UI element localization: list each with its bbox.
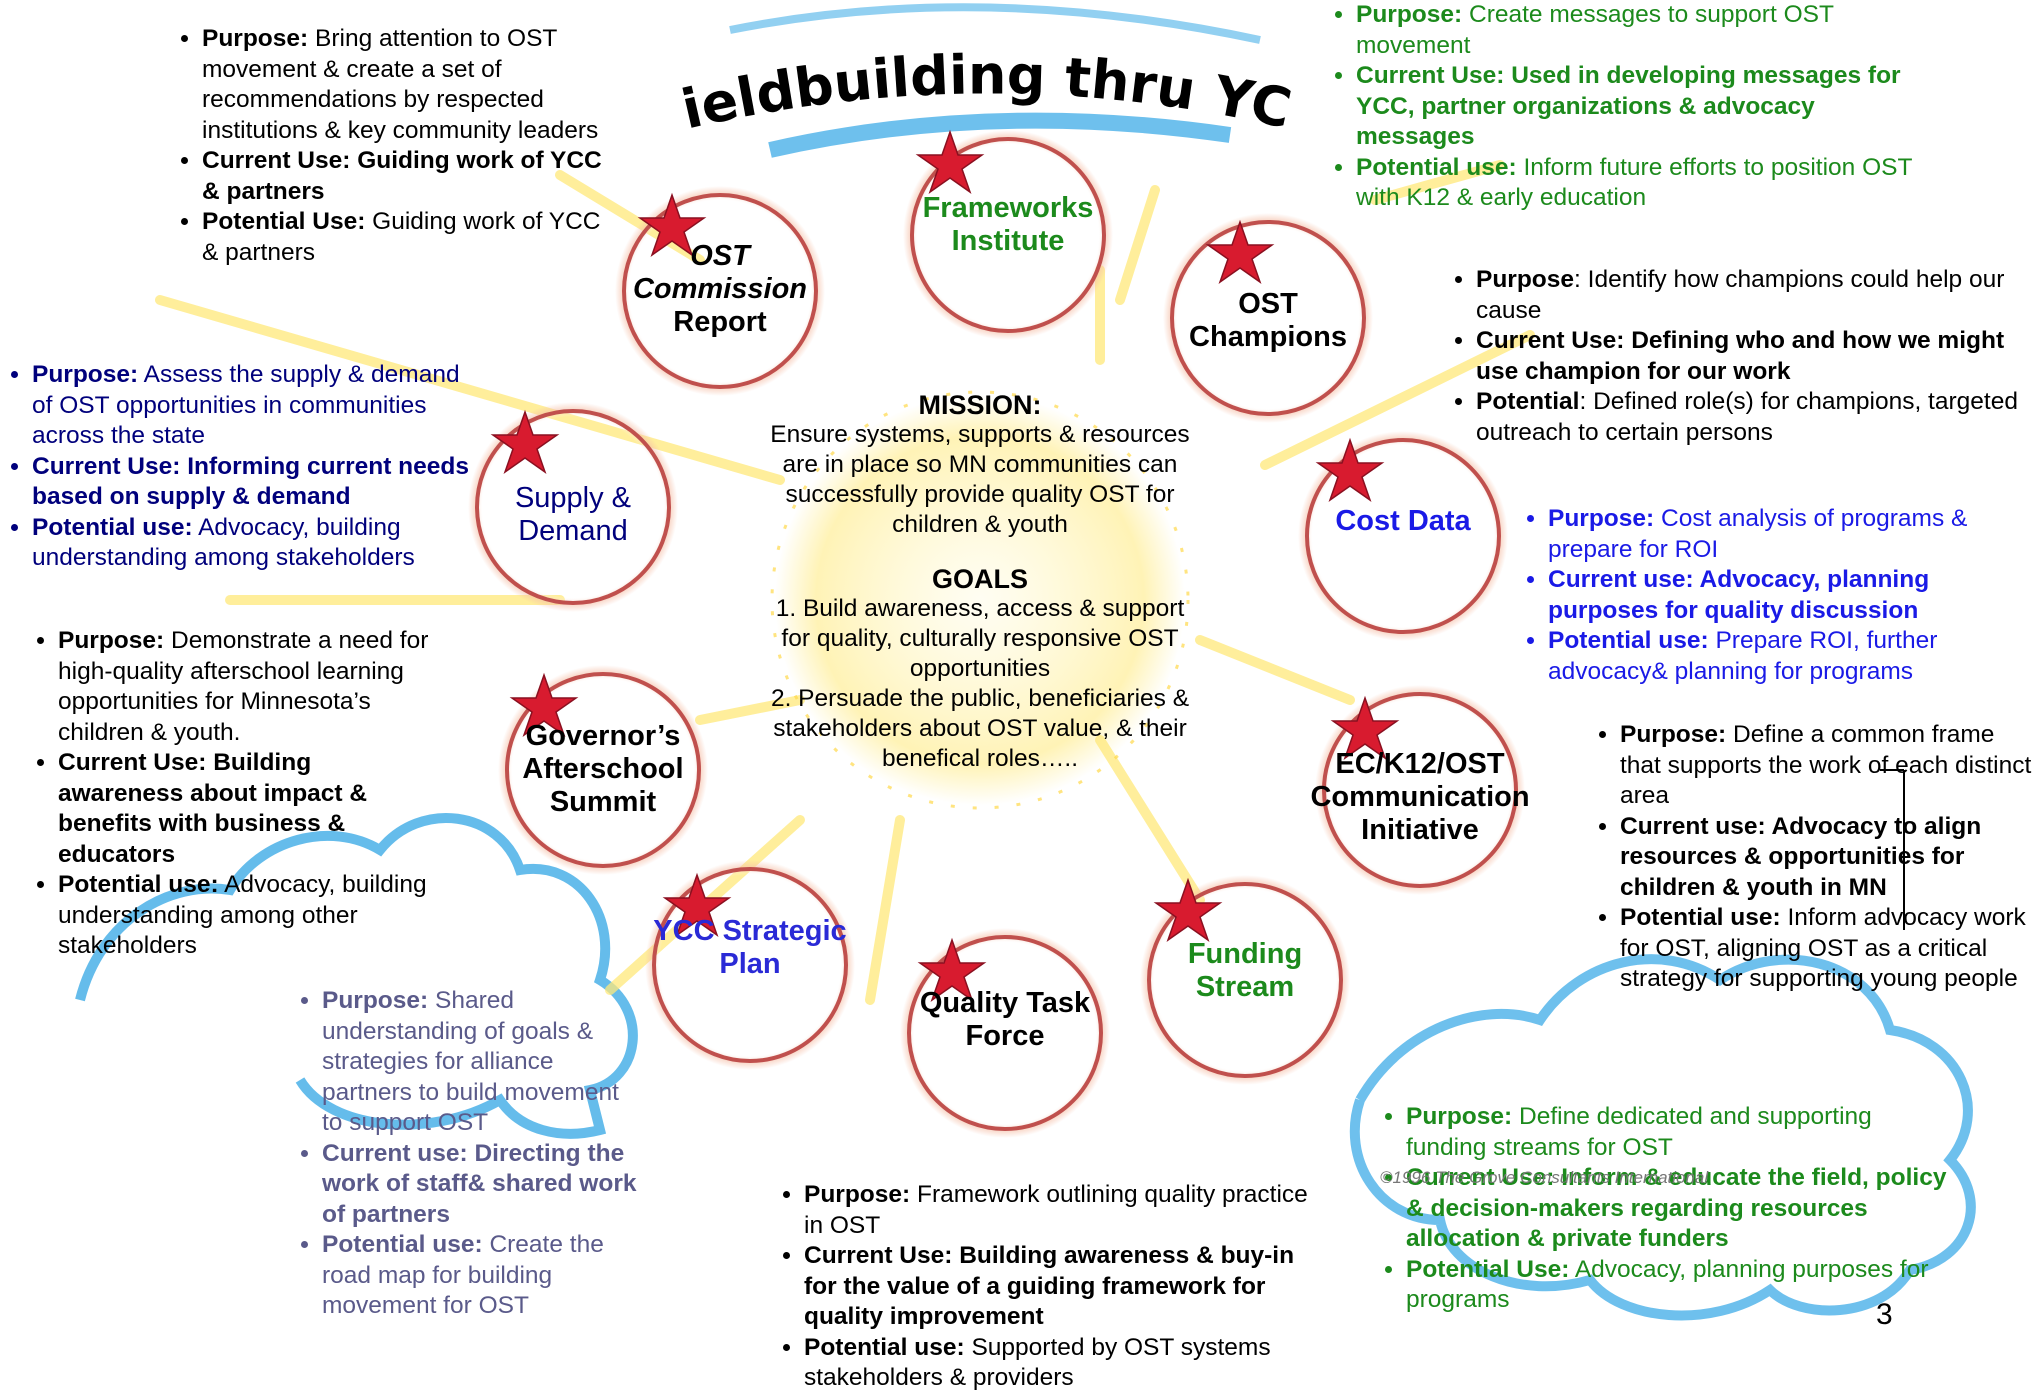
circle-label-frameworks: Frameworks Institute [922,192,1094,257]
block-funding: Purpose: Define dedicated and supporting… [1382,1102,1952,1316]
circle-label-ycc-plan: YCC Strategic Plan [653,915,847,980]
star-icon [662,872,732,937]
block-ycc-plan: Purpose: Shared understanding of goals &… [298,986,638,1322]
right-cloud [1349,954,1976,1321]
circle-ost-champions [1163,213,1373,423]
title-arc-bottom [768,112,1232,158]
goal-1: 1. Build awareness, access & support for… [775,595,1185,682]
rays [155,160,1535,1005]
star-icon [1153,877,1223,942]
block-cost-data: Purpose: Cost analysis of programs & pre… [1524,504,2034,687]
star-icon [915,129,985,194]
block-supply-demand: Purpose: Assess the supply & demand of O… [8,360,478,574]
page-title: Fieldbuilding thru YCC [668,36,1297,141]
mission-text: Ensure systems, supports & resources are… [770,421,1190,538]
circle-label-supply-demand: Supply & Demand [514,482,632,547]
circle-label-quality-tf: Quality Task Force [919,987,1091,1052]
goal-2: 2. Persuade the public, beneficiaries & … [770,685,1190,772]
star-icon [1315,437,1385,502]
block-governors-summit: Purpose: Demonstrate a need for high-qua… [34,626,434,962]
star-icon [1330,695,1400,760]
copyright-text: ©1996 The Grove Consultants Internationa… [1380,1168,1709,1187]
title-text: Fieldbuilding thru YCC [668,36,1297,141]
circle-label-ost-champions: OST Champions [1189,288,1347,353]
goals-heading: GOALS [931,564,1028,594]
star-icon [917,937,987,1002]
circle-label-governors-summit: Governor’s Afterschool Summit [522,720,684,818]
circle-label-funding: Funding Stream [1187,938,1303,1003]
block-ost-commission: Purpose: Bring attention to OST movement… [178,24,608,268]
title-arc-top [729,3,1261,44]
page-number: 3 [1876,1298,1893,1331]
star-icon [1205,219,1275,284]
left-cloud [75,813,638,1139]
svg-text:Fieldbuilding thru YCC: Fieldbuilding thru YCC [668,36,1297,141]
mission-heading: MISSION: [918,390,1042,420]
circle-label-ec-k12: EC/K12/OST Communication Initiative [1310,748,1530,846]
star-icon [637,192,707,257]
star-icon [490,409,560,474]
block-ec-k12: Purpose: Define a common frame that supp… [1596,720,2036,995]
stars [490,129,1400,1002]
block-quality-tf: Purpose: Framework outlining quality pra… [780,1180,1320,1394]
circle-label-cost-data: Cost Data [1335,505,1471,537]
mission-goals: MISSION: Ensure systems, supports & reso… [770,390,1190,774]
circle-label-ost-commission: OST Commission Report [632,240,808,338]
block-ost-champions: Purpose: Identify how champions could he… [1452,265,2032,448]
star-icon [509,672,579,737]
block-frameworks: Purpose: Create messages to support OST … [1332,0,1922,214]
center-glow [775,395,1185,805]
